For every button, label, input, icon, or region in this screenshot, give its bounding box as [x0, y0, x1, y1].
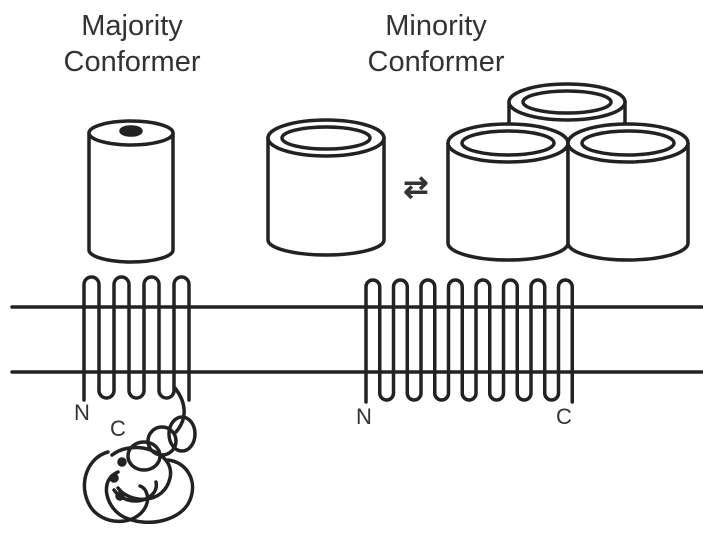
minority-title: Minority Conformer	[346, 8, 526, 80]
majority-cytoplasmic-domain	[82, 386, 197, 524]
minority-c-terminus: C	[556, 404, 572, 429]
minority-ring-trimer	[446, 82, 690, 262]
minority-transmembrane-helices	[364, 278, 574, 404]
majority-title-line1: Majority	[81, 10, 183, 42]
majority-c-terminus: C	[110, 416, 126, 441]
majority-title-line2: Conformer	[63, 46, 201, 78]
minority-ring-single	[266, 118, 386, 257]
equilibrium-arrows-icon: ⇄	[403, 171, 429, 204]
minority-n-terminus: N	[356, 404, 372, 429]
trimer-ring-left	[446, 122, 570, 262]
minority-title-line1: Minority	[385, 10, 487, 42]
majority-cylinder	[87, 119, 175, 264]
majority-n-terminus: N	[74, 400, 90, 425]
majority-pore	[119, 125, 143, 137]
trimer-ring-right	[566, 122, 690, 262]
majority-transmembrane-helices	[82, 275, 191, 402]
majority-title: Majority Conformer	[42, 8, 222, 80]
minority-title-line2: Conformer	[367, 46, 505, 78]
